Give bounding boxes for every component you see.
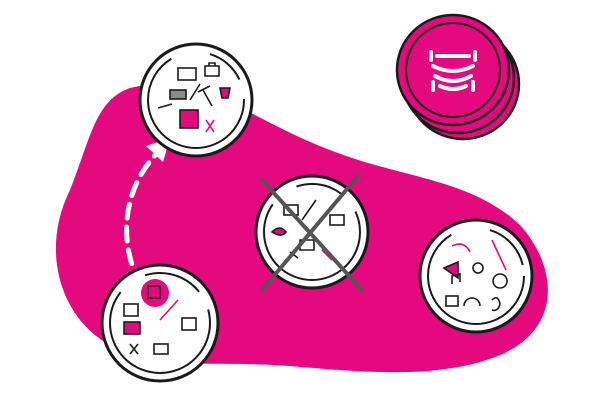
coin-inner-ring xyxy=(405,22,501,118)
briefcase-icon xyxy=(204,62,220,77)
battery-icon xyxy=(169,89,187,100)
circle-bottom-left[interactable] xyxy=(100,263,220,383)
cross-icon xyxy=(260,174,364,292)
boomerang-icon xyxy=(451,243,471,253)
music-icon xyxy=(451,272,461,284)
pen-icon xyxy=(301,199,317,221)
circle-right[interactable] xyxy=(418,218,534,334)
start-marker xyxy=(141,279,169,307)
icon-cluster xyxy=(123,285,197,355)
certificate-icon xyxy=(177,67,197,81)
mask-icon xyxy=(123,321,141,335)
icon-cluster xyxy=(157,62,231,133)
stack-of-bowls-logo-icon xyxy=(429,50,477,92)
circle-center[interactable] xyxy=(254,174,370,292)
book-stack-icon xyxy=(123,303,139,317)
bucket-icon xyxy=(219,87,231,99)
cube-icon xyxy=(147,285,161,299)
coin-stack xyxy=(395,13,521,141)
lightbulb-icon xyxy=(492,273,508,289)
drum-icon xyxy=(445,295,459,307)
icon-cluster xyxy=(442,239,508,312)
book-icon xyxy=(329,214,345,226)
headphones-icon xyxy=(463,297,481,307)
stamp-icon xyxy=(179,109,199,129)
pen-icon xyxy=(159,299,179,321)
hammer-icon xyxy=(197,85,213,107)
ear-icon xyxy=(491,296,501,312)
wrench-icon xyxy=(321,249,333,261)
brush-icon xyxy=(491,239,507,271)
circle-top-left[interactable] xyxy=(138,42,254,158)
document-icon xyxy=(157,103,173,109)
pen-icon xyxy=(189,83,201,101)
scissors-icon xyxy=(129,343,139,355)
case-icon xyxy=(181,317,197,331)
microphone-icon xyxy=(472,262,484,274)
megaphone-icon xyxy=(442,260,459,280)
certificate-icon xyxy=(283,204,299,216)
scissors-icon xyxy=(205,119,215,133)
camera-icon xyxy=(153,343,169,355)
hand-icon xyxy=(270,227,287,236)
